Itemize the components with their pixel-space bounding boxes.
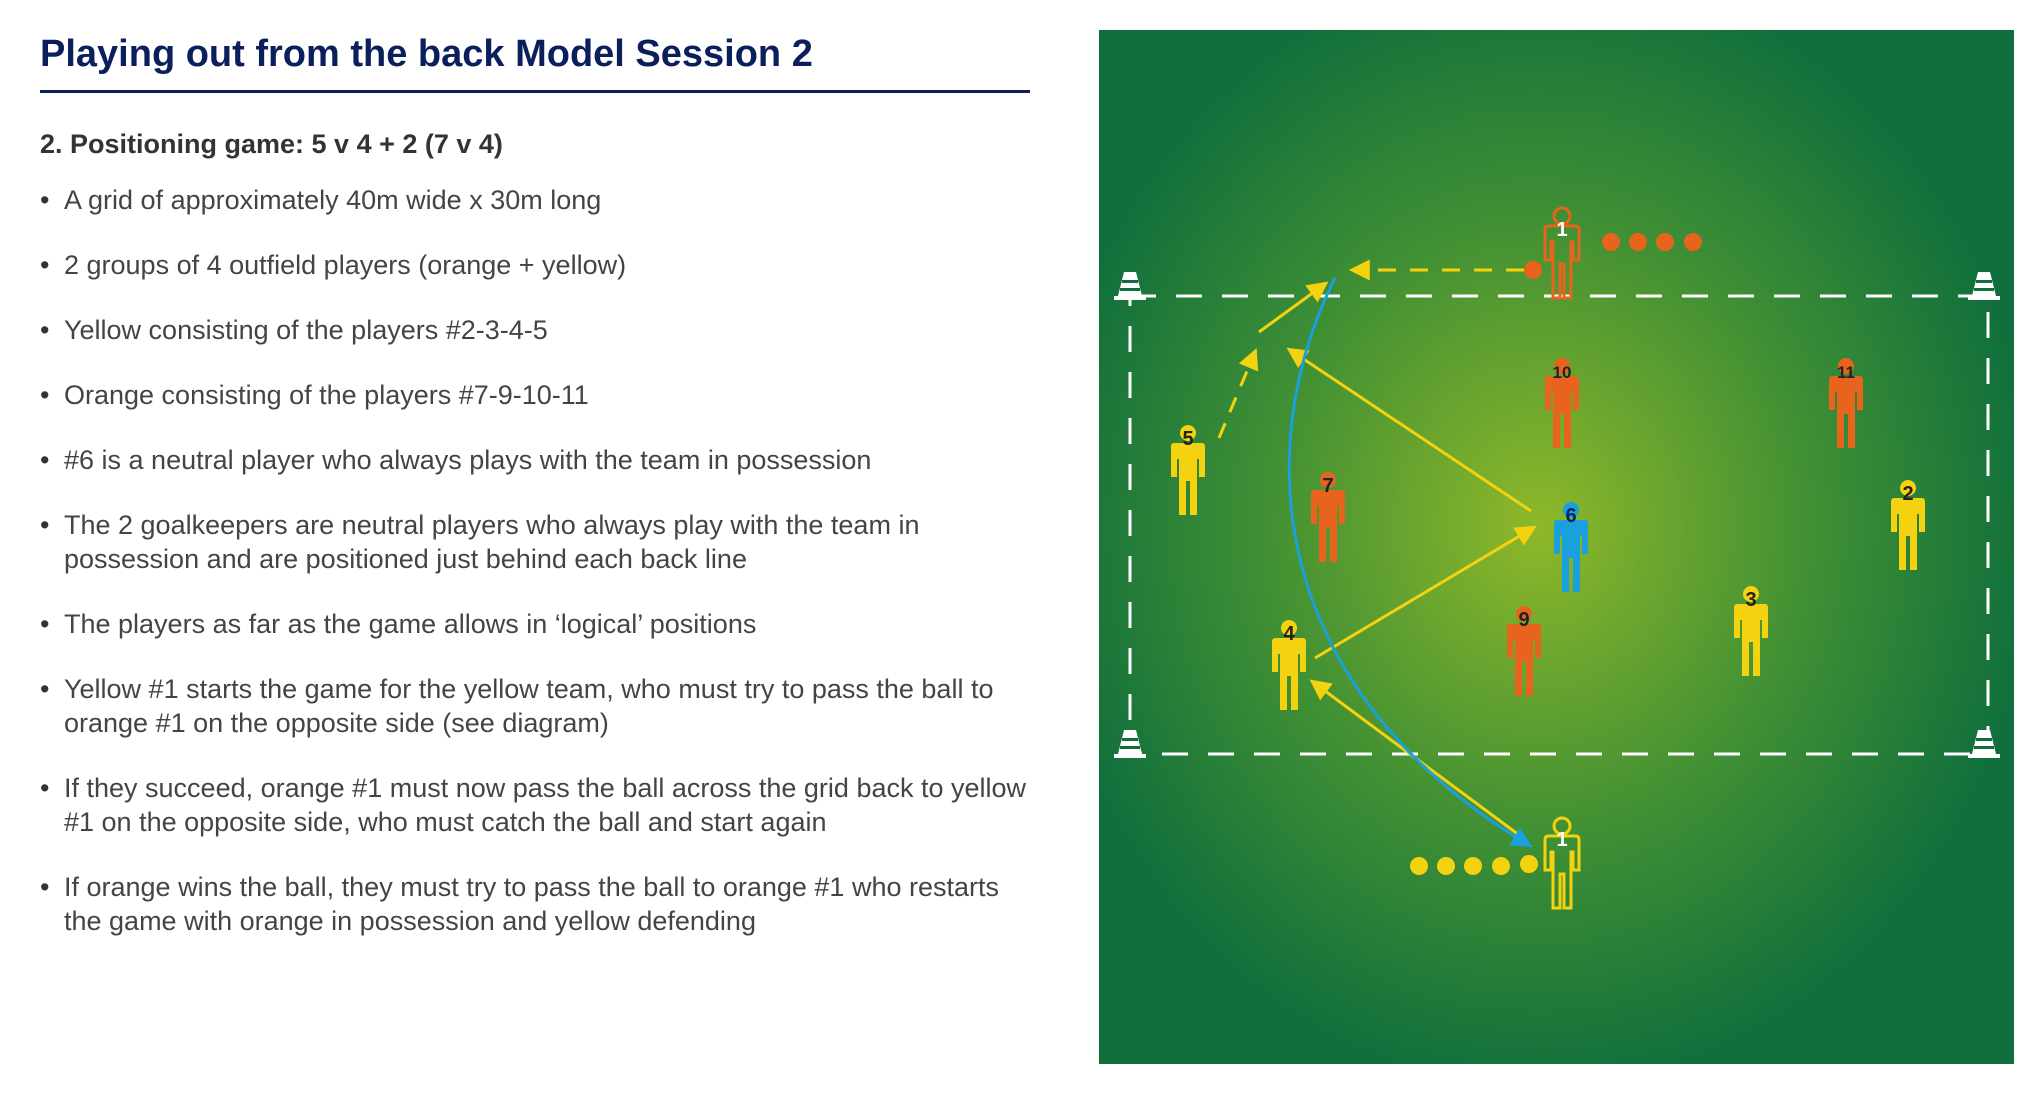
ball-group-orange	[1524, 233, 1702, 279]
ball-icon	[1684, 233, 1702, 251]
player-number: 1	[1556, 829, 1567, 851]
ball-icon	[1656, 233, 1674, 251]
ball-icon	[1520, 855, 1538, 873]
list-item: The 2 goalkeepers are neutral players wh…	[40, 508, 1030, 576]
pass-arrow	[1314, 525, 1537, 660]
pitch-diagram: 1 1 10 11 7 9 6 5 2 4 3	[1099, 30, 2014, 1064]
list-item: The players as far as the game allows in…	[40, 607, 1030, 641]
player-number: 4	[1283, 623, 1295, 645]
player-number: 9	[1518, 609, 1529, 631]
page-title: Playing out from the back Model Session …	[40, 33, 813, 75]
list-item: Yellow consisting of the players #2-3-4-…	[40, 313, 1030, 347]
player-number: 10	[1553, 363, 1572, 382]
list-item: #6 is a neutral player who always plays …	[40, 443, 1030, 477]
ball-icon	[1437, 857, 1455, 875]
title-underline	[40, 90, 1030, 93]
list-item: Orange consisting of the players #7-9-10…	[40, 378, 1030, 412]
list-item: 2 groups of 4 outfield players (orange +…	[40, 248, 1030, 282]
player-number: 6	[1565, 505, 1576, 527]
ball-icon	[1524, 261, 1542, 279]
ball-group-yellow	[1410, 855, 1538, 875]
player-number: 1	[1556, 219, 1567, 241]
pass-arrow	[1286, 347, 1532, 513]
ball-icon	[1602, 233, 1620, 251]
player-number: 11	[1837, 363, 1855, 382]
ball-icon	[1410, 857, 1428, 875]
list-item: If orange wins the ball, they must try t…	[40, 870, 1030, 938]
player-number: 3	[1745, 589, 1756, 611]
goalkeeper-throw-arrow	[1287, 277, 1533, 848]
section-subtitle: 2. Positioning game: 5 v 4 + 2 (7 v 4)	[40, 129, 503, 159]
player-number: 5	[1182, 428, 1193, 450]
pass-arrow	[1258, 281, 1329, 334]
ball-icon	[1492, 857, 1510, 875]
instructions-panel: Playing out from the back Model Session …	[40, 30, 1030, 969]
pitch-svg: 1 1 10 11 7 9 6 5 2 4 3	[1099, 30, 2014, 1064]
list-item: A grid of approximately 40m wide x 30m l…	[40, 183, 1030, 217]
player-number: 7	[1322, 475, 1333, 497]
dashed-run-arrow	[1217, 348, 1259, 439]
player-number: 2	[1902, 483, 1913, 505]
list-item: If they succeed, orange #1 must now pass…	[40, 771, 1030, 839]
ball-icon	[1629, 233, 1647, 251]
ball-icon	[1464, 857, 1482, 875]
list-item: Yellow #1 starts the game for the yellow…	[40, 672, 1030, 740]
instruction-list: A grid of approximately 40m wide x 30m l…	[40, 183, 1030, 938]
